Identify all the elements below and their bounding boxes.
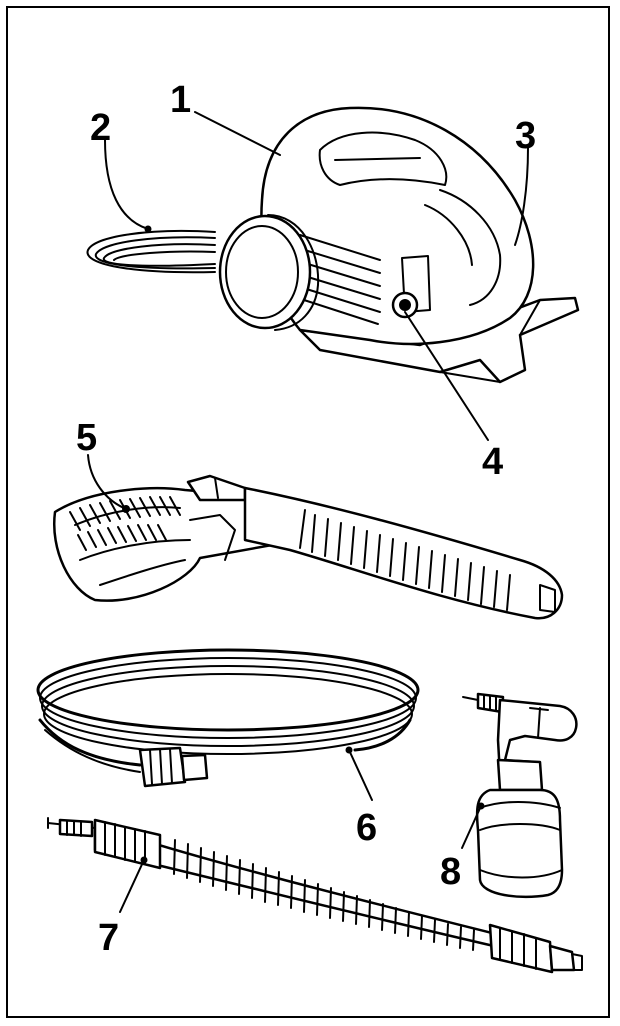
leader-lines xyxy=(87,111,529,913)
spray-gun xyxy=(52,474,564,620)
callout-3: 3 xyxy=(515,115,536,157)
lance-ribbing xyxy=(173,839,475,951)
barrel-texture xyxy=(311,514,511,611)
callout-2: 2 xyxy=(90,107,111,149)
grip-texture xyxy=(69,496,181,551)
callout-labels: 1 2 3 4 5 6 7 8 xyxy=(76,79,536,959)
callout-7: 7 xyxy=(98,917,119,959)
high-pressure-hose xyxy=(36,648,420,788)
callout-1: 1 xyxy=(170,79,191,121)
spray-lance xyxy=(47,817,583,974)
callout-5: 5 xyxy=(76,417,97,459)
power-cord-coil xyxy=(86,225,216,274)
callout-4: 4 xyxy=(482,441,503,483)
callout-6: 6 xyxy=(356,807,377,849)
callout-8: 8 xyxy=(440,851,461,893)
pressure-washer-unit xyxy=(218,106,580,384)
detergent-bottle xyxy=(462,692,578,899)
